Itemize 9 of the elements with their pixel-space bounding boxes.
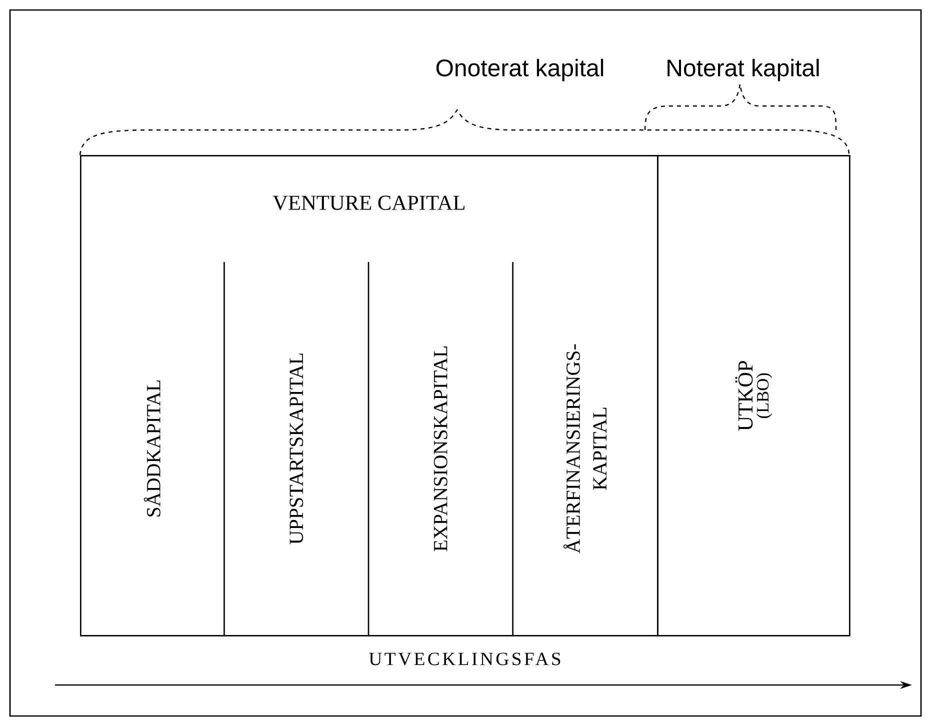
category-label: UTKÖP (LBO) — [735, 361, 772, 431]
column-label: ÅTERFINANSIERINGS- KAPITAL — [563, 344, 606, 554]
bracket-label: Noterat kapital — [668, 58, 819, 82]
column-label: EXPANSIONSKAPITAL — [434, 346, 448, 552]
category-box — [657, 155, 850, 636]
axis-label: UTVECKLINGSFAS — [369, 652, 560, 666]
bracket-label: Onoterat kapital — [436, 58, 604, 82]
column-label: UPPSTARTSKAPITAL — [290, 354, 304, 544]
column-label: SÅDDKAPITAL — [144, 380, 160, 516]
